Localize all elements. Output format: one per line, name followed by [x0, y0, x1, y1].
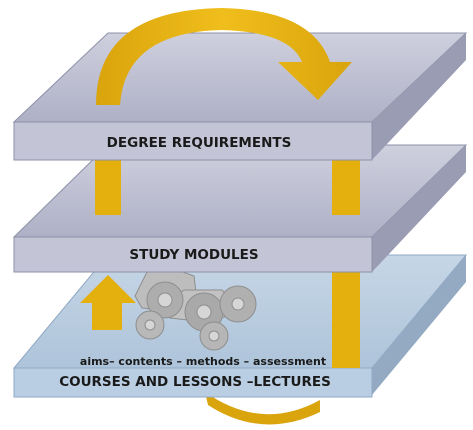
layer-sublabel-courses: aims– contents – methods – assessment [79, 355, 327, 368]
gears-icon [134, 267, 257, 351]
layer-label-degree-requirements: DEGREE REQUIREMENTS [106, 135, 292, 151]
up-arrow-icon [80, 275, 136, 330]
cycle-arrow-right-lower [332, 258, 360, 368]
cycle-arrow-icon [96, 8, 352, 105]
layer-label-courses: COURSES AND LESSONS –LECTURES [59, 374, 331, 390]
cycle-arrow-left-bar [95, 160, 121, 215]
cycle-arrow-bottom-loop [205, 392, 320, 425]
layer-label-study-modules: STUDY MODULES [129, 247, 259, 263]
cycle-arrow-right-upper [332, 160, 360, 215]
